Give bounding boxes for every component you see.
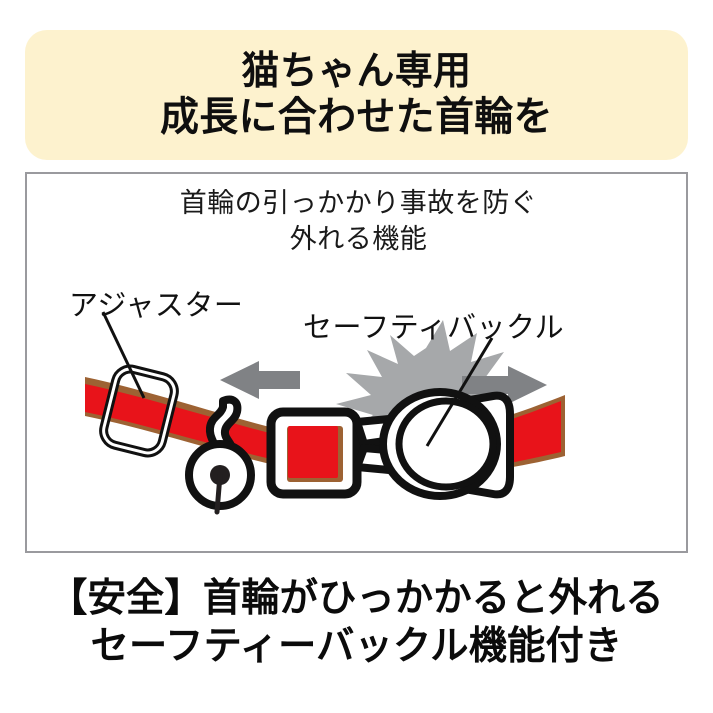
male-buckle-plate — [266, 407, 362, 499]
buckle-leader-line — [425, 337, 494, 447]
pull-left-arrow-icon — [220, 361, 300, 399]
footer-line-1: 【安全】首輪がひっかかると外れる — [49, 577, 664, 620]
header-line-1: 猫ちゃん専用 — [241, 50, 472, 94]
panel-caption-line-1: 首輪の引っかかり事故を防ぐ — [179, 188, 538, 218]
footer-line-2: セーフティーバックル機能付き — [90, 624, 623, 668]
footer-headline: 【安全】首輪がひっかかると外れる セーフティーバックル機能付き — [0, 575, 713, 670]
bell-slit — [214, 472, 223, 515]
left-strap-face — [85, 384, 320, 469]
header-banner: 猫ちゃん専用 成長に合わせた首輪を — [25, 30, 688, 160]
collar-illustration — [85, 311, 565, 515]
adjuster-loop-icon — [99, 364, 179, 458]
panel-caption-line-2: 外れる機能 — [289, 223, 428, 254]
adjuster-leader-line — [101, 311, 146, 399]
header-line-2: 成長に合わせた首輪を — [160, 95, 553, 140]
illustration-panel: 首輪の引っかかり事故を防ぐ 外れる機能 — [25, 172, 688, 553]
callout-label-adjuster: アジャスター — [69, 290, 244, 322]
female-buckle-inner-oval — [395, 397, 497, 491]
callout-label-safety-buckle: セーフティバックル — [303, 312, 565, 344]
pull-right-arrow-icon — [462, 366, 547, 404]
panel-caption: 首輪の引っかかり事故を防ぐ 外れる機能 — [27, 186, 690, 257]
